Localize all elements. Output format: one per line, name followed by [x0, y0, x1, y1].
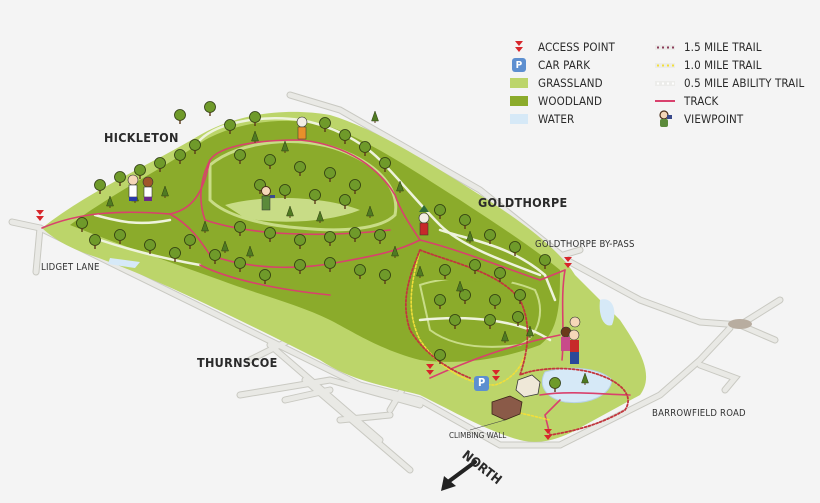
viewpoint-icon: [654, 110, 676, 127]
legend-item-water: WATER: [508, 110, 615, 128]
legend-column-right: 1.5 MILE TRAIL 1.0 MILE TRAIL 0.5 MILE A…: [654, 38, 804, 128]
grassland-swatch: [510, 78, 528, 88]
map-legend: ACCESS POINT P CAR PARK GRASSLAND WOODLA…: [508, 38, 808, 134]
car-park-label: P: [478, 376, 486, 389]
buildings: [469, 374, 541, 431]
climbing-wall-building: [491, 395, 523, 421]
woodland-swatch: [510, 96, 528, 106]
legend-item-woodland: WOODLAND: [508, 92, 615, 110]
place-label-hickleton: HICKLETON: [104, 130, 179, 145]
legend-item-trail-1-0: 1.0 MILE TRAIL: [654, 56, 804, 74]
legend-item-trail-1-5: 1.5 MILE TRAIL: [654, 38, 804, 56]
legend-item-trail-0-5: 0.5 MILE ABILITY TRAIL: [654, 74, 804, 92]
track-icon: [654, 95, 676, 107]
runners-figure: [127, 174, 154, 201]
walker-figure: [418, 205, 430, 236]
roads: [8, 91, 784, 474]
legend-item-track: TRACK: [654, 92, 804, 110]
access-point-lidget: [36, 210, 44, 221]
climbing-wall-label: CLIMBING WALL: [449, 431, 507, 440]
car-park-marker: [474, 376, 489, 391]
road-label-goldthorpe-bypass: GOLDTHORPE BY-PASS: [535, 239, 635, 250]
legend-item-grassland: GRASSLAND: [508, 74, 615, 92]
north-arrow-icon: [441, 460, 477, 491]
car-park-icon: P: [512, 58, 526, 72]
access-point-icon: [508, 41, 530, 53]
legend-item-car-park: P CAR PARK: [508, 56, 615, 74]
legend-column-left: ACCESS POINT P CAR PARK GRASSLAND WOODLA…: [508, 38, 615, 128]
hiker-figure-top: [296, 116, 308, 140]
viewpoint-figure: [261, 186, 275, 211]
place-label-thurnscoe: THURNSCOE: [197, 355, 278, 370]
trail-1-0-icon: [654, 59, 676, 71]
road-label-lidget-lane: LIDGET LANE: [41, 262, 100, 273]
figures: [127, 116, 581, 364]
place-label-goldthorpe: GOLDTHORPE: [478, 195, 568, 210]
trail-0-5-icon: [654, 77, 676, 89]
legend-item-viewpoint: VIEWPOINT: [654, 110, 804, 128]
road-label-barrowfield-road: BARROWFIELD ROAD: [652, 408, 746, 419]
visitor-building: [515, 374, 541, 398]
legend-item-access-point: ACCESS POINT: [508, 38, 615, 56]
family-figure: [560, 316, 581, 364]
trail-1-5-icon: [654, 41, 676, 53]
water-swatch: [510, 114, 528, 124]
